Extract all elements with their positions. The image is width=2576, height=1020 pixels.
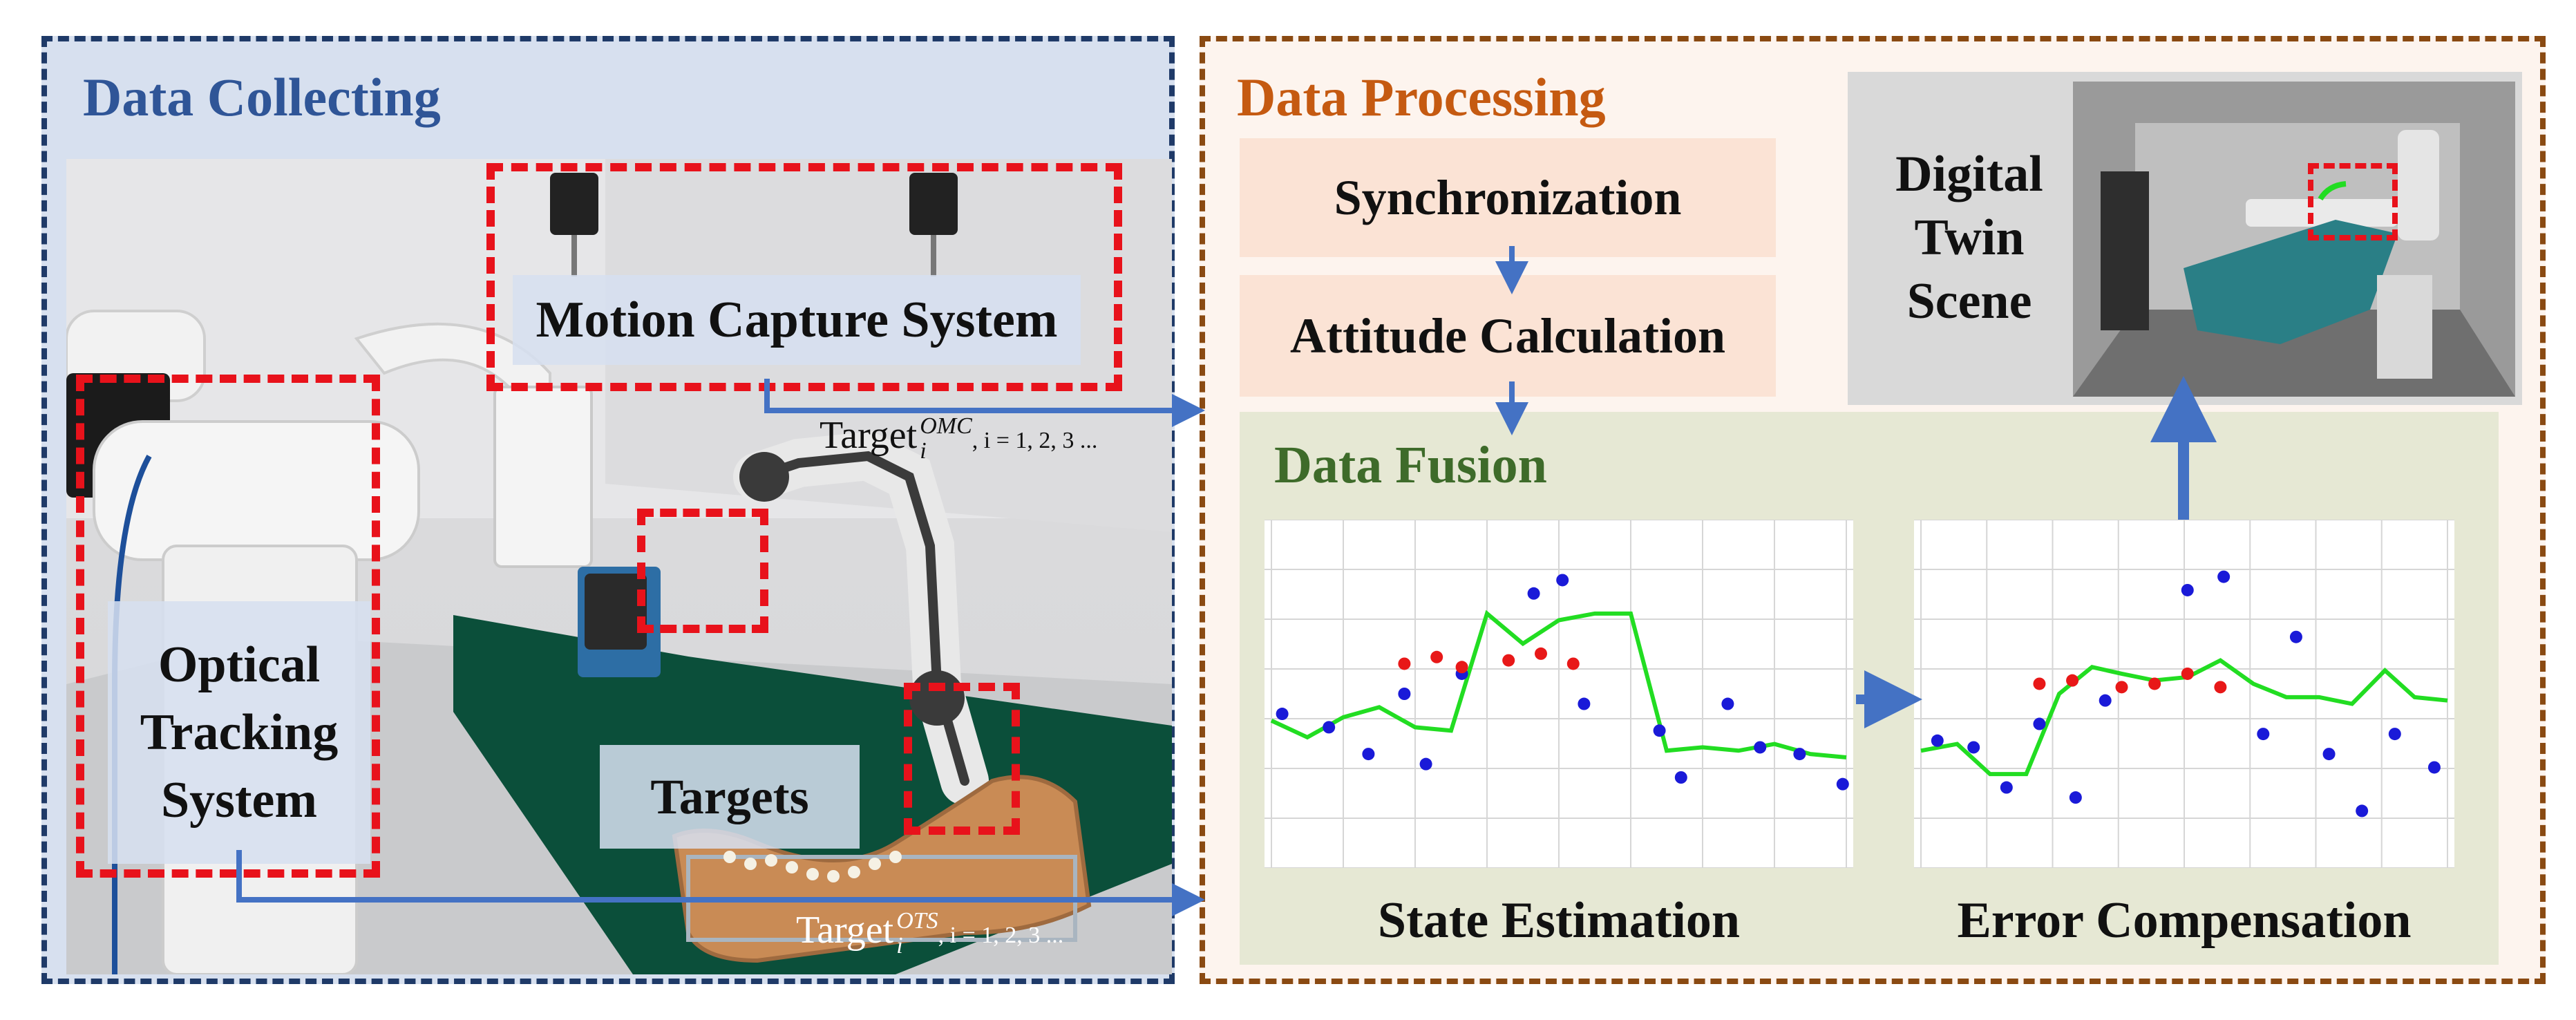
red-data-point <box>2148 677 2161 690</box>
blue-data-point <box>2033 717 2046 730</box>
blue-data-point <box>1527 587 1540 600</box>
blue-data-point <box>1721 697 1734 710</box>
blue-data-point <box>2069 791 2082 804</box>
blue-data-point <box>2217 570 2231 583</box>
blue-data-point <box>1754 741 1767 754</box>
error-compensation-chart <box>1914 519 2454 869</box>
red-data-point <box>1535 647 1547 660</box>
target-ots-sup: OTS <box>896 908 938 934</box>
data-collecting-title: Data Collecting <box>83 67 441 127</box>
blue-data-point <box>1398 688 1411 700</box>
surgical-tool-highlight <box>637 509 768 633</box>
blue-data-point <box>2289 630 2302 643</box>
blue-data-point <box>1967 741 1980 754</box>
optical-tracking-label: Optical Tracking System <box>108 601 370 864</box>
blue-data-point <box>1276 708 1289 721</box>
blue-data-point <box>1323 721 1336 734</box>
optical-tracking-line-1: Optical <box>158 636 321 693</box>
red-data-point <box>2066 674 2079 687</box>
error-compensation-plot <box>1914 519 2454 869</box>
blue-data-point <box>1931 734 1944 747</box>
motion-capture-highlight <box>486 163 1122 391</box>
red-data-point <box>1455 661 1468 674</box>
data-processing-title: Data Processing <box>1237 67 1606 127</box>
blue-data-point <box>1836 777 1849 791</box>
digital-twin-line-3: Scene <box>1906 273 2032 330</box>
ots-to-processing-arrow <box>236 850 1205 916</box>
digital-twin-highlight <box>2308 163 2398 240</box>
red-data-point <box>1430 650 1443 663</box>
target-omc-sup: OMC <box>920 413 972 440</box>
blue-data-point <box>2388 728 2401 741</box>
blue-data-point <box>1556 574 1569 587</box>
blue-data-point <box>2181 583 2194 596</box>
red-data-point <box>2115 681 2128 694</box>
target-omc-index: , i = 1, 2, 3 ... <box>972 428 1098 453</box>
target-omc-sub: i <box>920 438 927 464</box>
target-ots-sub: i <box>896 933 903 959</box>
digital-twin-line-1: Digital <box>1895 146 2043 202</box>
target-ots-index: , i = 1, 2, 3 ... <box>938 923 1064 948</box>
data-fusion-title: Data Fusion <box>1274 436 1547 494</box>
digital-twin-render <box>2073 82 2515 397</box>
red-data-point <box>2181 667 2194 680</box>
attitude-calculation-text: Attitude Calculation <box>1290 308 1725 363</box>
digital-twin-illustration <box>2073 82 2515 397</box>
motion-capture-text: Motion Capture System <box>536 291 1058 348</box>
red-data-point <box>1566 657 1580 670</box>
targets-text: Targets <box>650 768 809 824</box>
optical-tracking-highlight <box>76 375 380 878</box>
motion-capture-label: Motion Capture System <box>513 275 1081 365</box>
red-data-point <box>2214 681 2227 694</box>
digital-twin-label: Digital Twin Scene <box>1866 142 2073 333</box>
blue-data-point <box>1674 771 1687 784</box>
targets-label: Targets <box>600 745 860 849</box>
red-data-point <box>1502 654 1515 667</box>
omc-to-processing-arrow <box>764 379 1205 427</box>
digital-twin-line-2: Twin <box>1914 209 2025 266</box>
synchronization-step: Synchronization <box>1240 138 1776 257</box>
synchronization-text: Synchronization <box>1334 169 1682 225</box>
blue-data-point <box>2322 748 2336 761</box>
blue-data-point <box>1793 748 1806 761</box>
target-omc-base: Target <box>820 414 918 457</box>
red-data-point <box>2033 677 2046 690</box>
blue-data-point <box>2099 694 2112 707</box>
blue-data-point <box>2427 761 2441 774</box>
state-estimation-label: State Estimation <box>1377 892 1741 949</box>
state-estimation-chart <box>1265 519 1853 869</box>
blue-data-point <box>2257 728 2270 741</box>
blue-data-point <box>2000 781 2013 794</box>
optical-tracking-line-3: System <box>160 772 318 829</box>
error-compensation-label: Error Compensation <box>1957 892 2412 949</box>
blue-data-point <box>2356 804 2369 818</box>
red-data-point <box>1398 657 1411 670</box>
attitude-calculation-step: Attitude Calculation <box>1240 275 1776 397</box>
blue-data-point <box>1362 748 1375 761</box>
blue-data-point <box>1578 697 1591 710</box>
blue-data-point <box>1419 757 1432 771</box>
fusion-line <box>1270 610 1847 759</box>
lab-photo: Motion Capture System Optical Tracking S… <box>66 159 1172 974</box>
target-ots-base: Target <box>796 909 894 952</box>
target-highlight <box>904 683 1020 835</box>
blue-data-point <box>1653 724 1666 737</box>
optical-tracking-line-2: Tracking <box>140 704 339 761</box>
